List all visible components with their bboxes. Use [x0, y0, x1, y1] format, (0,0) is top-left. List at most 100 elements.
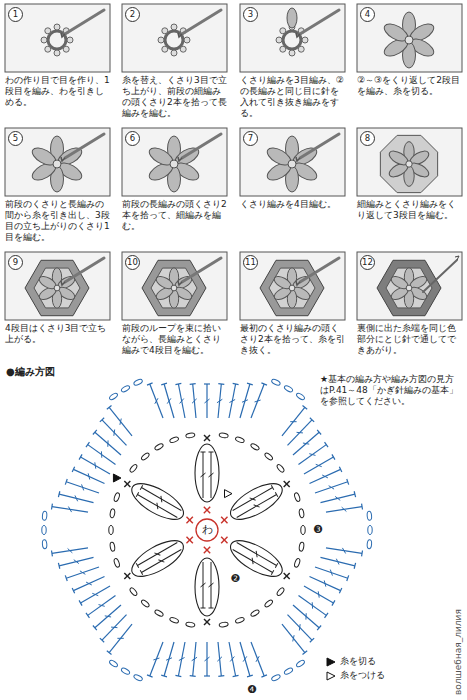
double-crochet	[59, 557, 93, 565]
double-crochet	[88, 596, 116, 616]
flower-center	[53, 160, 61, 168]
crochet-hook	[300, 258, 339, 282]
double-crochet	[315, 482, 348, 493]
stitch-loop	[298, 46, 304, 52]
crochet-hook	[65, 134, 104, 158]
chain-loop	[225, 477, 287, 527]
chain-stitch	[154, 443, 164, 451]
double-crochet-top	[51, 550, 53, 556]
step-panel: 94段目はくさり3目で立ち上がる。	[5, 252, 110, 320]
chain-stitch	[250, 443, 260, 451]
double-crochet-top	[303, 406, 308, 410]
step-caption: 糸を替え、くさり3目で立ち上がり、前段の細編みの頭くさり2本を拾って長編みを編む…	[122, 75, 227, 119]
double-crochet-bar	[201, 583, 206, 587]
chain-stitch	[133, 378, 143, 386]
step-caption: くさり編みを3目編み、②の長編みと同じ目に針を入れて引き抜き編みをする。	[240, 75, 345, 119]
round-three	[269, 268, 315, 308]
stitch-loop	[54, 24, 60, 30]
double-crochet-top	[72, 588, 74, 593]
chain-stitch	[296, 392, 306, 401]
yarn-ring	[283, 31, 301, 49]
single-crochet	[221, 517, 227, 523]
chain-stitch	[276, 463, 285, 473]
panel-frame	[122, 252, 227, 320]
double-crochet-bar	[312, 602, 313, 608]
double-crochet-top	[140, 485, 143, 489]
stitch-loop	[45, 46, 51, 52]
double-crochet-bar	[192, 399, 197, 403]
double-crochet-bar	[316, 464, 322, 466]
double-crochet	[251, 384, 264, 418]
stitch-loop	[280, 46, 286, 52]
petal-chart	[195, 444, 219, 502]
note: ★基本の編み方や編み方図の見方はP.41～48「かぎ針編みの基本」を参照してくだ…	[320, 374, 460, 406]
step-panel: 3くさり編みを3目編み、②の長編みと同じ目に針を入れて引き抜き編みをする。	[240, 4, 345, 72]
step-number: 9	[8, 255, 23, 270]
double-crochet-top	[107, 406, 112, 410]
double-crochet-top	[209, 608, 214, 609]
chain-stitch	[264, 452, 274, 461]
step-caption: 4段目はくさり3目で立ち上がる。	[5, 323, 110, 345]
double-crochet-top	[65, 479, 67, 485]
double-crochet-top	[261, 383, 267, 385]
chain-stitch	[42, 511, 47, 520]
chain-stitch	[109, 659, 119, 668]
double-crochet	[251, 642, 264, 676]
chain-stitch	[42, 526, 46, 535]
double-crochet	[164, 384, 174, 418]
double-crochet-top	[247, 675, 253, 677]
double-crochet-bar	[180, 399, 184, 404]
double-crochet-bar	[201, 473, 206, 477]
double-crochet-bar	[155, 398, 158, 404]
panel-frame	[5, 128, 110, 196]
stitch-loop	[276, 37, 282, 43]
double-crochet-bar	[113, 429, 115, 435]
chain-stitch	[368, 526, 372, 535]
double-crochet	[73, 469, 104, 483]
double-crochet-top	[201, 452, 206, 453]
stitch-loop	[41, 37, 47, 43]
chain-stitch	[169, 617, 179, 624]
chain-stitch	[129, 587, 138, 597]
double-crochet-top	[332, 600, 335, 605]
step-panel: 11最初のくさり編みの頭くさり2本を拾って、糸を引き抜く。	[240, 252, 345, 320]
step-caption: 前段の長編みの頭くさり2本を拾って、細編みを編む。	[122, 199, 227, 232]
flower-center	[170, 160, 178, 168]
step-illustration	[5, 128, 110, 196]
double-crochet	[229, 642, 236, 676]
step-number: 1	[8, 7, 23, 22]
double-crochet	[66, 482, 99, 493]
double-crochet-bar	[305, 613, 306, 619]
double-crochet-top	[347, 575, 349, 581]
step-number: 12	[360, 255, 375, 270]
chain-stitch	[219, 433, 229, 439]
single-crochet	[204, 619, 210, 625]
chain-stitch	[264, 599, 274, 608]
double-crochet-bar	[205, 399, 210, 403]
double-crochet-bar	[324, 580, 326, 586]
hook-tip	[61, 33, 65, 37]
double-crochet-top	[86, 613, 89, 618]
single-crochet	[124, 573, 130, 579]
legend-sample	[326, 657, 336, 667]
double-crochet-top	[271, 485, 274, 489]
double-crochet	[233, 549, 273, 572]
yarn-ring	[165, 31, 183, 49]
double-crochet-top	[317, 626, 321, 631]
double-crochet	[109, 407, 132, 435]
step-panel: 6前段の長編みの頭くさり2本を拾って、細編みを編む。	[122, 128, 227, 196]
magic-ring	[196, 519, 218, 541]
double-crochet	[309, 576, 340, 590]
double-crochet-top	[247, 383, 253, 385]
chain-stitch	[121, 385, 131, 393]
chain-stitch	[284, 385, 294, 393]
hook-tip	[178, 157, 182, 161]
flower-center	[288, 160, 296, 168]
double-crochet-top	[275, 492, 278, 496]
double-crochet-top	[233, 675, 239, 676]
double-crochet-bar	[88, 473, 90, 479]
legend-text: 糸をつける	[340, 669, 385, 682]
chain-stitch	[140, 452, 150, 461]
round-four	[377, 260, 441, 315]
